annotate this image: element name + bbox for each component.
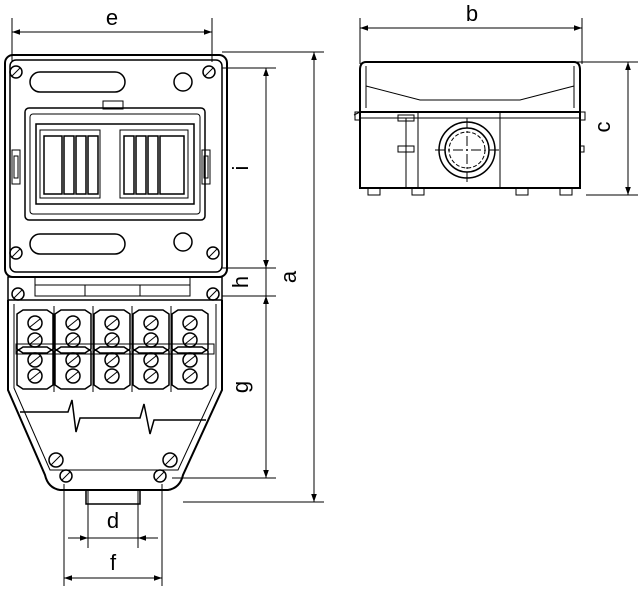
terminal-block (54, 346, 92, 390)
terminal-screw (182, 352, 198, 368)
dimension-i: i (222, 67, 276, 269)
mounting-hole (153, 469, 167, 483)
terminal-screw (27, 368, 43, 384)
terminal-screw (65, 352, 81, 368)
dimension-b: b (359, 1, 583, 64)
terminal-screw (65, 315, 81, 331)
terminal-screw (65, 368, 81, 384)
terminal-screw (143, 352, 159, 368)
mounting-hole (59, 469, 73, 483)
corner-screw (9, 65, 23, 79)
front-view-terminal-section (7, 276, 223, 505)
terminal-screw (143, 315, 159, 331)
dimension-label-a: a (276, 270, 301, 283)
dimension-f: f (63, 484, 163, 586)
terminal-screw (104, 315, 120, 331)
dimension-label-f: f (110, 550, 117, 575)
dimension-g: g (172, 296, 276, 479)
dimension-label-h: h (228, 276, 253, 288)
terminal-block (171, 346, 209, 390)
dimension-c: c (576, 61, 638, 196)
terminal-screw (143, 368, 159, 384)
terminal-screw (182, 315, 198, 331)
corner-screw (11, 287, 25, 301)
dimension-label-c: c (590, 122, 615, 133)
terminal-block (132, 346, 170, 390)
mounting-hole (162, 452, 178, 468)
dimension-label-d: d (107, 508, 119, 533)
side-view-housing (353, 61, 586, 196)
dimension-label-g: g (228, 381, 253, 393)
terminal-screw (27, 352, 43, 368)
terminal-screw (27, 315, 43, 331)
terminal-screw (104, 368, 120, 384)
terminal-screw (104, 352, 120, 368)
dimension-label-b: b (466, 1, 478, 26)
dimension-d: d (68, 490, 158, 548)
mounting-hole (48, 452, 64, 468)
terminal-block (16, 346, 54, 390)
corner-screw (206, 287, 220, 301)
corner-screw (206, 246, 220, 260)
terminal-screw (182, 368, 198, 384)
corner-screw (202, 65, 216, 79)
dimension-label-i: i (228, 166, 253, 171)
dimension-e: e (11, 5, 213, 62)
front-view-upper-housing (4, 54, 228, 278)
corner-screw (9, 246, 23, 260)
dimension-a: a (183, 51, 324, 503)
dimension-label-e: e (106, 5, 118, 30)
terminal-block (93, 346, 131, 390)
dimension-h: h (222, 252, 276, 312)
